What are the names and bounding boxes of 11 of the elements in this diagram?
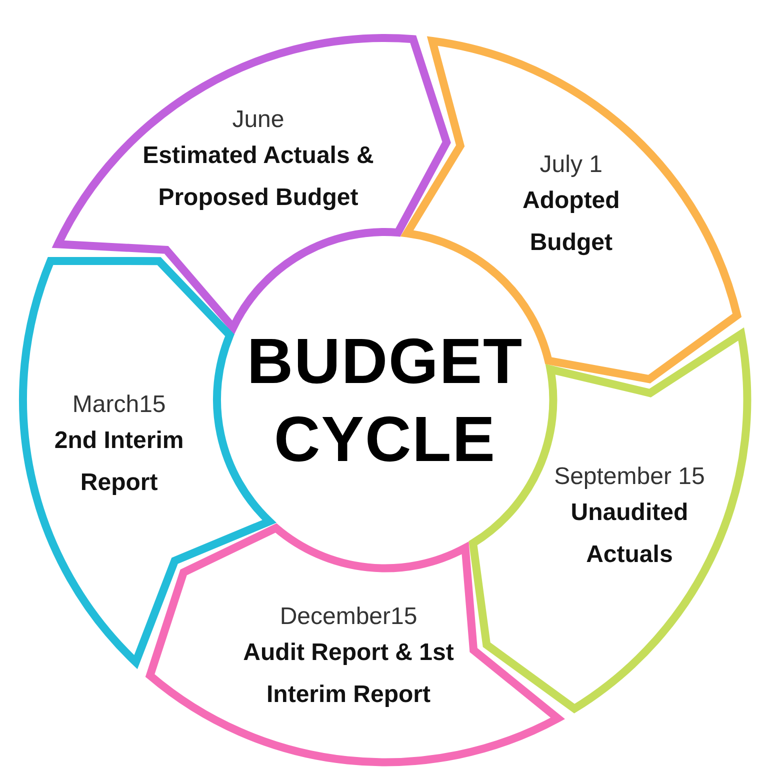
date-label: December15 bbox=[278, 602, 418, 632]
cycle-title: BUDGET CYCLE bbox=[246, 324, 524, 477]
stage-title: Estimated Actuals & Proposed Budget bbox=[142, 140, 375, 213]
stage-title: Audit Report & 1st Interim Report bbox=[242, 638, 455, 710]
stage-title: Unaudited Actuals bbox=[570, 498, 690, 570]
date-label: September 15 bbox=[553, 462, 706, 492]
date-label: March15 bbox=[71, 390, 167, 420]
date-label: July 1 bbox=[538, 150, 604, 180]
date-label: June bbox=[231, 104, 286, 135]
stage-title: 2nd Interim Report bbox=[53, 426, 185, 498]
stage-title: Adopted Budget bbox=[522, 186, 621, 258]
